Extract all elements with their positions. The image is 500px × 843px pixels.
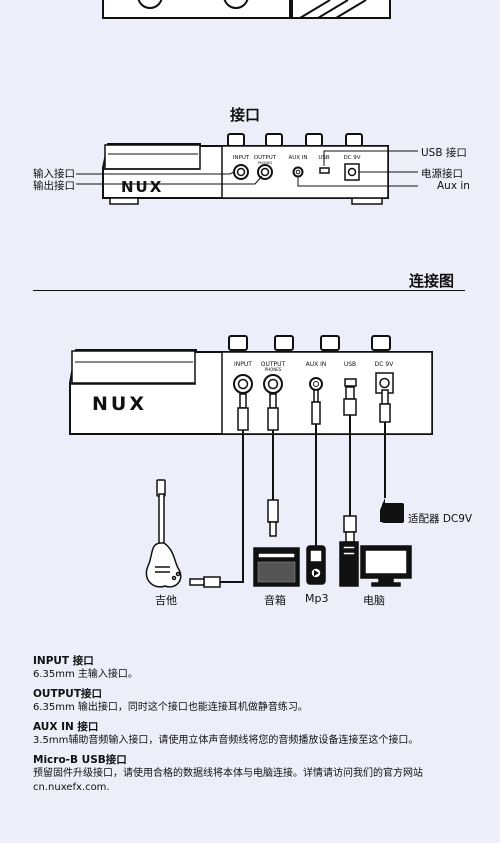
info-block: INPUT 接口 6.35mm 主输入接口。 OUTPUT接口 6.35mm 输… [33, 654, 483, 795]
info-input-text: 6.35mm 主输入接口。 [33, 669, 138, 680]
label-mp3: Mp3 [305, 592, 329, 605]
port-output-label: OUTPUT [254, 155, 277, 161]
port-input-label: INPUT [233, 155, 250, 161]
info-input: INPUT 接口 6.35mm 主输入接口。 [33, 654, 483, 682]
info-aux-text: 3.5mm辅助音频输入接口，请使用立体声音频线将您的音频播放设备连接至这个接口。 [33, 735, 419, 746]
label-amp: 音箱 [264, 594, 286, 607]
port-dc-label: DC 9V [343, 155, 360, 161]
nux-logo-2: NUX [92, 393, 147, 415]
info-usb-text: 预留固件升级接口，请使用合格的数据线将本体与电脑连接。详情请访问我们的官方网站 [33, 768, 423, 779]
interface-device-diagram: INPUT OUTPUT PHONES AUX IN USB DC 9V NUX [76, 133, 418, 205]
info-output-heading: OUTPUT接口 [33, 688, 102, 700]
callout-input: 输入接口 [33, 168, 75, 180]
info-input-heading: INPUT 接口 [33, 655, 94, 667]
callout-aux: Aux in [437, 180, 470, 192]
connection-diagram: INPUT OUTPUT PHONES AUX IN USB DC 9V NUX [69, 335, 433, 588]
callout-power: 电源接口 [421, 168, 463, 180]
label-adapter: 适配器 DC9V [408, 513, 473, 525]
port-dc-label-2: DC 9V [375, 361, 395, 368]
top-cropped-device [102, 0, 391, 19]
connection-title: 连接图 [409, 272, 455, 290]
port-usb-label-2: USB [344, 361, 356, 368]
info-output-text: 6.35mm 输出接口，同时这个接口也能连接耳机做静音练习。 [33, 702, 308, 713]
interface-title: 接口 [230, 106, 261, 124]
section-divider [33, 290, 465, 291]
port-output-sub: PHONES [258, 161, 273, 165]
info-aux: AUX IN 接口 3.5mm辅助音频输入接口，请使用立体声音频线将您的音频播放… [33, 720, 483, 748]
callout-usb: USB 接口 [421, 147, 467, 159]
info-usb-heading: Micro-B USB接口 [33, 754, 127, 766]
nux-logo: NUX [121, 178, 163, 196]
label-computer: 电脑 [363, 594, 385, 607]
info-aux-heading: AUX IN 接口 [33, 721, 99, 733]
port-output-label-2: OUTPUT [261, 361, 286, 368]
port-input-label-2: INPUT [234, 361, 252, 368]
info-output: OUTPUT接口 6.35mm 输出接口，同时这个接口也能连接耳机做静音练习。 [33, 687, 483, 715]
port-aux-label: AUX IN [288, 155, 307, 161]
label-guitar: 吉他 [155, 594, 177, 607]
port-aux-label-2: AUX IN [306, 361, 327, 368]
port-output-sub-2: PHONES [265, 367, 282, 372]
callout-output: 输出接口 [33, 180, 75, 192]
info-usb: Micro-B USB接口 预留固件升级接口，请使用合格的数据线将本体与电脑连接… [33, 753, 483, 795]
info-usb-website[interactable]: cn.nuxefx.com. [33, 782, 110, 793]
